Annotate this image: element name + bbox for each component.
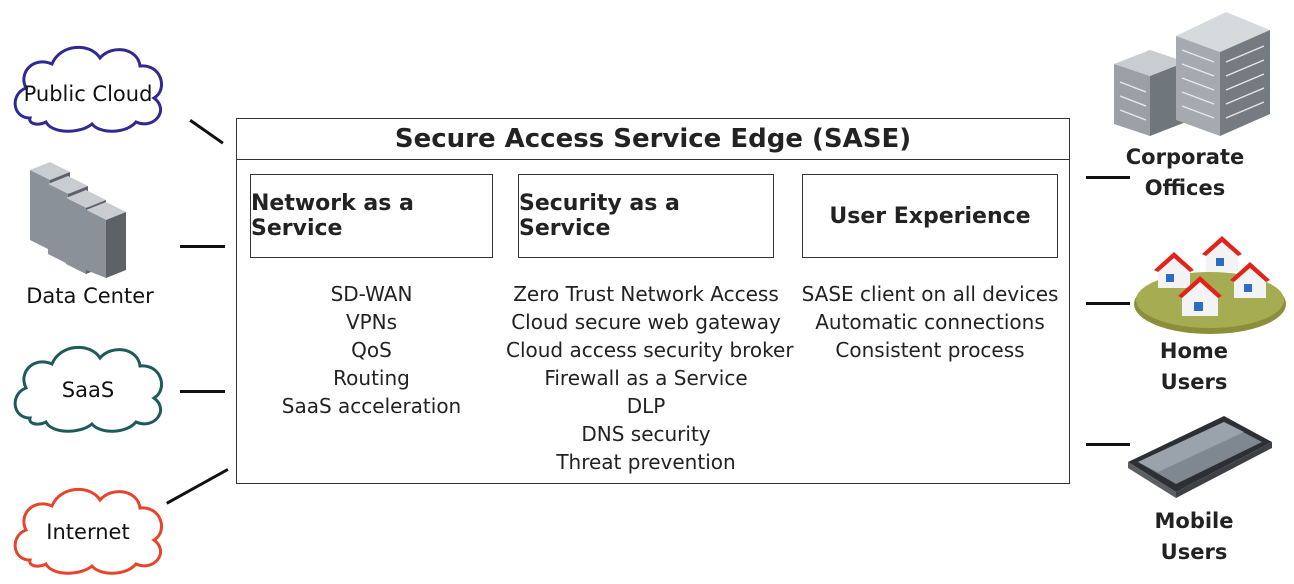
network-service-list: SD-WAN VPNs QoS Routing SaaS acceleratio…: [250, 280, 493, 420]
security-service-list: Zero Trust Network Access Cloud secure w…: [506, 280, 794, 476]
list-item: Firewall as a Service: [544, 366, 748, 390]
list-item: Consistent process: [835, 338, 1025, 362]
internet-label: Internet: [46, 520, 130, 544]
public-cloud-label: Public Cloud: [23, 82, 153, 106]
connector-saas: [180, 390, 225, 393]
mobile-users-node: Mobile Users: [1124, 412, 1284, 582]
corporate-offices-label: Corporate Offices: [1125, 145, 1245, 200]
user-experience-box: User Experience: [802, 174, 1058, 258]
home-users-label: Home Users: [1159, 339, 1229, 394]
list-item: Threat prevention: [556, 450, 736, 474]
list-item: SaaS acceleration: [281, 394, 462, 418]
connector-public-cloud: [189, 119, 224, 145]
tablet-icon: [1128, 416, 1272, 498]
list-item: VPNs: [345, 310, 398, 334]
list-item: DNS security: [581, 422, 711, 446]
connector-home-users: [1086, 302, 1130, 305]
saas-node: SaaS: [8, 338, 168, 434]
list-item: SD-WAN: [330, 282, 413, 306]
security-as-a-service-box: Security as a Service: [518, 174, 774, 258]
connector-mobile-users: [1086, 443, 1130, 446]
cloud-icon: [13, 345, 163, 433]
home-users-node: Home Users: [1130, 230, 1290, 400]
list-item: QoS: [351, 338, 392, 362]
sase-container: [236, 118, 1070, 484]
corporate-offices-node: Corporate Offices: [1110, 6, 1280, 202]
data-center-node: Data Center: [20, 160, 160, 310]
cloud-icon: [13, 45, 163, 133]
connector-internet: [166, 468, 229, 505]
saas-label: SaaS: [61, 378, 115, 402]
public-cloud-node: Public Cloud: [8, 38, 168, 134]
connector-data-center: [180, 245, 225, 248]
list-item: Cloud access security broker: [506, 338, 794, 362]
mobile-users-label: Mobile Users: [1154, 509, 1234, 564]
list-item: SASE client on all devices: [801, 282, 1059, 306]
list-item: DLP: [626, 394, 666, 418]
list-item: Automatic connections: [815, 310, 1045, 334]
houses-icon: [1134, 236, 1286, 334]
user-experience-list: SASE client on all devices Automatic con…: [800, 280, 1060, 364]
network-as-a-service-box: Network as a Service: [250, 174, 493, 258]
server-rack-icon: [30, 162, 126, 278]
connector-corporate-offices: [1086, 176, 1130, 179]
internet-node: Internet: [8, 480, 168, 576]
sase-title: Secure Access Service Edge (SASE): [236, 118, 1070, 160]
list-item: Cloud secure web gateway: [511, 310, 781, 334]
cloud-icon: [13, 487, 163, 575]
data-center-label: Data Center: [26, 284, 154, 308]
office-building-icon: [1114, 12, 1270, 136]
list-item: Zero Trust Network Access: [513, 282, 779, 306]
list-item: Routing: [333, 366, 410, 390]
